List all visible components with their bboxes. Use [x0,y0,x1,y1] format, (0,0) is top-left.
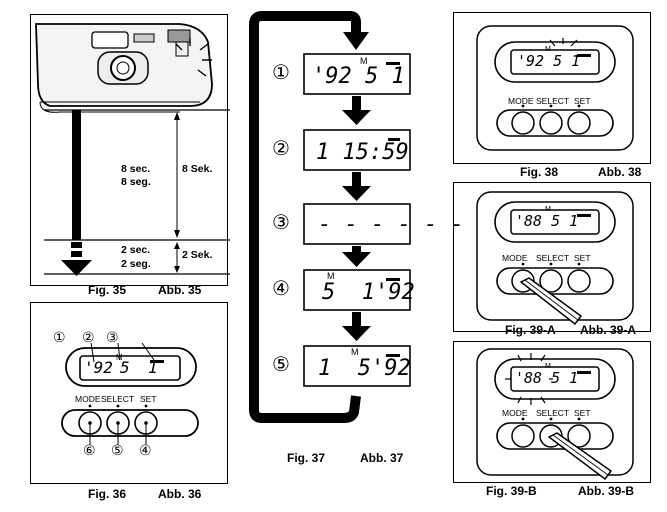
fig39b-lcd-m: M [545,363,551,370]
fig37-step4-num: ④ [272,276,290,300]
fig39a-mode-label: MODE [502,253,528,263]
fig36-lcd-month: 5 [120,358,130,377]
fig37-step2-lcd: 1 15:59 [316,140,409,165]
down-arrow-icon [61,260,92,276]
fig35-abb: Abb. 35 [158,283,202,297]
lcd-box-3 [303,203,411,245]
fig39b-mode-label: MODE [502,408,528,418]
fig35-time1-en: 8 sec. [121,163,151,175]
fig38-panel [453,12,651,164]
fig36-mode-label: MODE [75,394,101,404]
pen-icon [547,432,613,481]
fig39b-panel [453,341,651,483]
fig37-step1-m: M [360,56,368,66]
fig39a-set-label: SET [574,253,591,263]
fig39a-select-label: SELECT [536,253,570,263]
fig35-time2-de: 2 Sek. [182,249,213,261]
fig36-set-label: SET [140,394,157,404]
fig36-abb: Abb. 36 [158,487,202,501]
fig39b-select-label: SELECT [536,408,570,418]
fig39a-caption: Fig. 39-A [505,323,556,337]
fig37-step5-m: M [351,347,359,357]
camera-window [91,31,129,49]
fig39b-lcd: '88 5 1 [515,369,579,387]
fig37-step4-lcd: 5 1'92 [322,280,415,305]
fig35-caption: Fig. 35 [88,283,127,297]
fig38-drawing [476,25,634,151]
button-rail [61,409,199,437]
fig38-caption: Fig. 38 [520,165,559,179]
fig36-label-6: ⑥ [83,443,96,459]
fig35-time1-de: 8 Sek. [182,163,213,175]
lcd-box-5 [303,345,411,387]
fig39a-lcd: '88 5 1 [515,212,579,230]
fig37-step4-m: M [327,271,335,281]
fig37-abb: Abb. 37 [360,451,404,465]
lcd-box-1 [303,53,411,95]
lcd-box-2 [303,129,411,171]
fig38-set-label: SET [574,96,591,106]
fig36-caption: Fig. 36 [88,487,127,501]
lcd-box-4 [303,269,411,311]
fig39a-abb: Abb. 39-A [580,323,637,337]
fig37-step3-num: ③ [272,210,290,234]
fig37-step5-lcd: 1 5'92 [318,356,411,381]
fig36-label-3: ③ [106,330,119,346]
fig35-time1-es: 8 seg. [121,176,151,188]
fig38-abb: Abb. 38 [598,165,642,179]
lamp-rays-icon [175,38,212,77]
fig39b-set-label: SET [574,408,591,418]
fig37-drawing [249,11,411,423]
fig38-lcd-m: M [545,46,551,53]
fig38-lcd: '92 5 1 [517,52,581,70]
pen-icon [519,277,583,326]
fig39a-lcd-m: M [545,206,551,213]
fig37-caption: Fig. 37 [287,451,326,465]
fig35-drawing [35,23,230,276]
fig39a-panel [453,182,651,332]
fig39a-drawing [476,191,634,326]
loop-arrow [249,11,361,423]
blink-icon [505,353,553,405]
fig36-select-label: SELECT [101,394,135,404]
fig35-time2-en: 2 sec. [121,244,151,256]
fig39b-abb: Abb. 39-B [578,484,635,498]
fig37-step5-num: ⑤ [272,352,290,376]
fig38-mode-label: MODE [508,96,534,106]
fig36-panel [30,302,228,484]
fig36-lcd-day: 1 [148,358,158,377]
fig36-label-2: ② [82,330,95,346]
lcd-housing [65,347,197,387]
fig37-step2-num: ② [272,136,290,160]
fig36-drawing [61,342,199,445]
fig36-label-5: ⑤ [111,443,124,459]
fig36-lcd-year: '92 [84,358,113,377]
fig36-label-4: ④ [139,443,152,459]
fig36-lcd-m: M [116,353,123,362]
fig35-time2-es: 2 seg. [121,258,151,270]
fig37-step3-lcd: - - - - - - [318,212,464,237]
fig37-step1-num: ① [272,60,290,84]
fig36-label-1: ① [53,330,66,346]
fig38-select-label: SELECT [536,96,570,106]
fig37-step1-lcd: '92 5 1 [312,64,405,89]
fig39b-drawing [476,348,634,481]
fig35-panel [30,14,228,286]
fig39b-caption: Fig. 39-B [486,484,537,498]
